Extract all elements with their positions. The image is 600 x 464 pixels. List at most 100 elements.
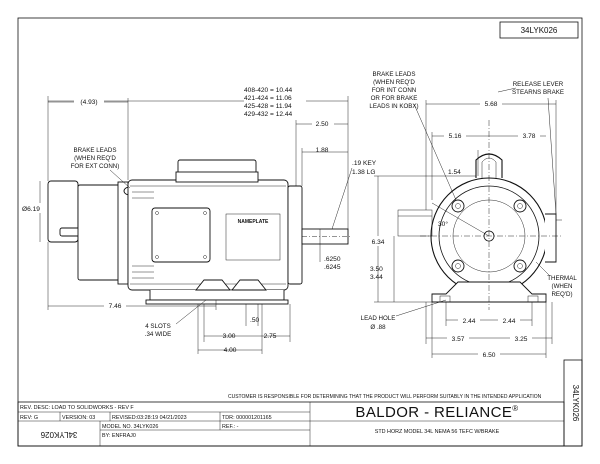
dim-label-bg [510,333,532,343]
leader-line [331,167,353,230]
dim-label-bg [447,333,469,343]
release-lever-label-2: STEARNS BRAKE [512,89,564,96]
dim-label-bg [104,300,126,310]
dim-label-bg [366,236,390,246]
leader-line [535,261,551,277]
brake-leads-ext-label-3: FOR EXT CONN) [71,163,120,170]
rev-desc: REV. DESC: LOAD TO SOLIDWORKS - REV F [20,405,134,411]
conduit-box-base [175,171,259,183]
by: BY: ENFRAJ0 [102,433,136,439]
end-bell-left [117,181,129,285]
overall-length-425: 425-428 = 11.94 [244,103,292,110]
mounting-base [149,290,285,301]
dim-label-bg [518,130,540,140]
lead-box [397,209,433,237]
version: VERSION: 03 [62,415,95,421]
foot-left [195,279,231,291]
screw-icon [203,211,207,215]
foot-right [231,279,267,291]
part-number-box [499,21,579,39]
overall-length-421: 421-424 = 11.06 [244,95,292,102]
dim-1-88: 1.88 [316,147,329,154]
customer-notice: CUSTOMER IS RESPONSIBLE FOR DETERMINING … [228,394,542,400]
slots-label-1: 4 SLOTS [145,323,170,330]
dim-2-75: 2.75 [264,333,277,340]
foot-slot-left [439,295,451,303]
dim-label-bg [74,96,104,106]
brake-leads-ext-label-2: (WHEN REQ'D [74,155,116,162]
leader-line [547,97,557,215]
bolt-boss-bl [451,259,465,273]
dim-2-44-right: 2.44 [503,318,516,325]
end-bell-right [287,185,303,285]
dim-30-deg: 30° [438,220,448,228]
leader-line [395,299,447,317]
bolt-icon [517,203,523,209]
brake-leads-int-label-3: FOR INT CONN [372,87,417,94]
rev: REV: G [20,415,38,421]
base-plate [145,299,289,305]
dim-6-19: Ø6.19 [22,206,40,213]
bolt-icon [455,203,461,209]
dim-5-68: 5.68 [485,101,498,108]
dim-key: .19 KEY [352,160,377,167]
thermal-label-2: (WHEN [552,283,573,290]
overall-length-429: 429-432 = 12.44 [244,111,293,118]
part-number-rotated: 34LYK026 [40,430,77,439]
part-number-vertical: 34LYK026 [571,385,580,422]
model-no: MODEL NO. 34LYK026 [102,424,158,430]
dim-3-57: 3.57 [452,336,465,343]
dim-6-34: 6.34 [372,239,385,246]
dim-shaft-max: .6250 [324,256,341,263]
brake-leads-int-label-5: LEADS IN KOBX) [369,103,418,110]
dim-3-00: 3.00 [223,333,236,340]
brake-leads-ext-label-1: BRAKE LEADS [74,147,117,154]
foot-slot-right [527,295,539,303]
bolt-boss-tl [451,199,465,213]
dim-label-bg [498,315,520,325]
dim-3-44: 3.44 [370,274,383,281]
brake-leads-int-label-1: BRAKE LEADS [373,71,416,78]
dim-3-78: 3.78 [523,133,536,140]
release-lever [545,213,557,263]
side-view-dimensions: 408-420 = 10.44 421-424 = 11.06 425-428 … [20,87,377,354]
dim-2-50: 2.50 [316,121,329,128]
screw-icon [155,211,159,215]
leader-line [175,299,207,325]
brake-adapter [77,184,125,281]
brand-logo: BALDOR - RELIANCE® [355,404,518,421]
model-description: STD HORZ MODEL 34L NEMA 56 TEFC W/BRAKE [375,429,500,435]
bolt-boss-tr [513,199,527,213]
release-lever-label-1: RELEASE LEVER [513,81,564,88]
lead-hole-label-2: Ø .88 [370,324,386,331]
dim-0-50: .50 [250,317,259,324]
dim-4-93: (4.93) [80,99,97,106]
dim-key-length: 1.38 LG [352,169,375,176]
dim-6-50: 6.50 [483,352,496,359]
ref: REF.: - [222,424,239,430]
overall-length-408: 408-420 = 10.44 [244,87,293,94]
brake-leads-int-label-2: (WHEN REQ'D [373,79,415,86]
side-view: NAMEPLATE [47,159,350,305]
bolt-icon [517,263,523,269]
tdr: TDR: 000001201165 [222,415,272,421]
dim-label-bg [480,98,502,108]
screw-icon [203,255,207,259]
dim-3-50: 3.50 [370,266,383,273]
thermal-label-1: THERMAL [547,275,577,282]
lead-hole-label-1: LEAD HOLE [361,315,396,322]
revised: REVISED:03:28:19 04/21/2023 [112,415,187,421]
vertical-part-strip [563,359,583,447]
thermal-label-3: REQ'D) [551,291,572,298]
dim-label-bg [478,349,500,359]
bolt-icon [455,263,461,269]
end-feet [431,281,547,303]
dim-shaft-min: .6245 [324,264,341,271]
end-view-dimensions: BRAKE LEADS (WHEN REQ'D FOR INT CONN OR … [361,71,577,359]
dim-label-bg [312,119,334,128]
slots-label-2: .34 WIDE [145,331,171,338]
dim-label-bg [444,130,466,140]
dim-3-25: 3.25 [515,336,528,343]
